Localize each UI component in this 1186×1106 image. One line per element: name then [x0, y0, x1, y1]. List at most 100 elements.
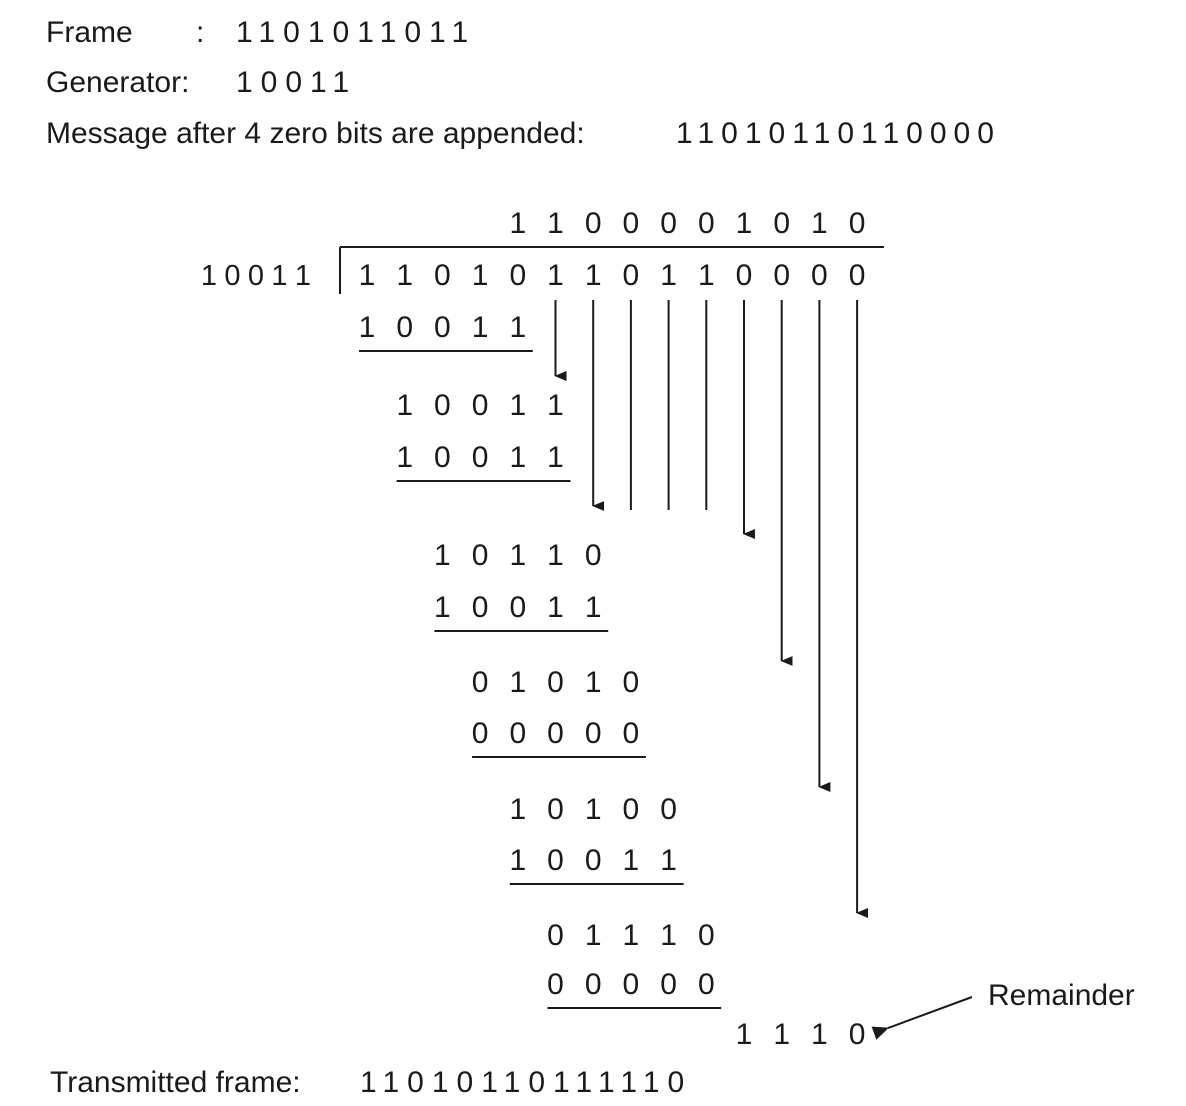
subtrahend-step-1-digit: 0 [434, 311, 451, 344]
partial-remainder-step-4-digit: 0 [623, 666, 640, 699]
subtrahend-step-5-digit: 0 [547, 844, 564, 877]
remainder-digit: 1 [736, 1018, 753, 1051]
divisor-digit: 0 [224, 260, 240, 292]
subtrahend-step-6-digit: 0 [623, 968, 640, 1001]
partial-remainder-step-2-digit: 1 [396, 389, 413, 422]
dividend-digit: 1 [359, 259, 376, 292]
subtrahend-step-5-digit: 1 [660, 844, 677, 877]
dividend-digit: 0 [623, 259, 640, 292]
partial-remainder-step-5-digit: 1 [585, 793, 602, 826]
generator-value: 10011 [236, 66, 358, 99]
partial-remainder-step-3-digit: 0 [585, 539, 602, 572]
partial-remainder-step-4-digit: 0 [472, 666, 489, 699]
divisor-digit: 1 [295, 260, 311, 292]
quotient-digit: 1 [736, 207, 753, 240]
subtrahend-step-2-digit: 1 [509, 441, 526, 474]
partial-remainder-step-4-digit: 1 [509, 666, 526, 699]
subtrahend-step-2-digit: 1 [396, 441, 413, 474]
remainder-digit: 1 [773, 1018, 790, 1051]
divisor-digit: 0 [248, 260, 264, 292]
subtrahend-step-4-digit: 0 [585, 717, 602, 750]
partial-remainder-step-5-digit: 0 [623, 793, 640, 826]
subtrahend-step-4-digit: 0 [472, 717, 489, 750]
dividend-digit: 1 [660, 259, 677, 292]
dividend-digit: 0 [434, 259, 451, 292]
quotient-digit: 0 [585, 207, 602, 240]
frame-label: Frame [46, 16, 133, 49]
remainder-pointer-arrow [871, 996, 973, 1040]
subtrahend-step-5-digit: 0 [585, 844, 602, 877]
partial-remainder-step-5-digit: 1 [509, 793, 526, 826]
quotient-digit: 1 [509, 207, 526, 240]
subtrahend-step-2-digit: 0 [434, 441, 451, 474]
dividend-digit: 0 [736, 259, 753, 292]
subtrahend-step-4-digit: 0 [623, 717, 640, 750]
dividend-digit: 0 [773, 259, 790, 292]
remainder-digit: 1 [811, 1018, 828, 1051]
partial-remainder-step-5-digit: 0 [547, 793, 564, 826]
subtrahend-step-2-digit: 0 [472, 441, 489, 474]
remainder-digit: 0 [849, 1018, 866, 1051]
message-label: Message after 4 zero bits are appended: [46, 117, 585, 150]
subtrahend-step-6-digit: 0 [547, 968, 564, 1001]
partial-remainder-step-3-digit: 0 [472, 539, 489, 572]
subtrahend-step-3-digit: 1 [585, 591, 602, 624]
partial-remainder-step-6-digit: 0 [547, 919, 564, 952]
quotient-digit: 0 [773, 207, 790, 240]
subtrahend-step-4-digit: 0 [547, 717, 564, 750]
partial-remainder-step-3-digit: 1 [509, 539, 526, 572]
subtrahend-step-1-digit: 1 [472, 311, 489, 344]
partial-remainder-step-6-digit: 1 [585, 919, 602, 952]
remainder-label: Remainder [988, 979, 1135, 1012]
generator-label: Generator: [46, 66, 190, 99]
partial-remainder-step-5-digit: 0 [660, 793, 677, 826]
subtrahend-step-1-digit: 1 [359, 311, 376, 344]
frame-value: 1101011011 [236, 16, 477, 49]
partial-remainder-step-6-digit: 1 [660, 919, 677, 952]
quotient-digit: 0 [849, 207, 866, 240]
subtrahend-step-3-digit: 0 [509, 591, 526, 624]
subtrahend-step-1-digit: 1 [509, 311, 526, 344]
quotient-digit: 0 [660, 207, 677, 240]
message-value: 11010110110000 [676, 117, 1001, 150]
quotient-digit: 0 [698, 207, 715, 240]
subtrahend-step-3-digit: 1 [434, 591, 451, 624]
subtrahend-step-6-digit: 0 [660, 968, 677, 1001]
partial-remainder-step-2-digit: 1 [547, 389, 564, 422]
partial-remainder-step-6-digit: 1 [623, 919, 640, 952]
partial-remainder-step-2-digit: 1 [509, 389, 526, 422]
dividend-digit: 0 [849, 259, 866, 292]
quotient-digit: 1 [547, 207, 564, 240]
dividend-digit: 1 [585, 259, 602, 292]
subtrahend-step-1-digit: 0 [396, 311, 413, 344]
dividend-digit: 0 [509, 259, 526, 292]
dividend-digit: 1 [396, 259, 413, 292]
divisor-digit: 1 [271, 260, 287, 292]
transmitted-label: Transmitted frame: [50, 1066, 301, 1099]
dividend-digit: 1 [547, 259, 564, 292]
transmitted-value: 11010110111110 [360, 1066, 693, 1099]
subtrahend-step-5-digit: 1 [509, 844, 526, 877]
subtrahend-step-3-digit: 1 [547, 591, 564, 624]
quotient-digit: 1 [811, 207, 828, 240]
partial-remainder-step-4-digit: 1 [585, 666, 602, 699]
partial-remainder-step-4-digit: 0 [547, 666, 564, 699]
subtrahend-step-3-digit: 0 [472, 591, 489, 624]
divisor-digit: 1 [201, 260, 217, 292]
subtrahend-step-6-digit: 0 [585, 968, 602, 1001]
partial-remainder-step-6-digit: 0 [698, 919, 715, 952]
partial-remainder-step-3-digit: 1 [547, 539, 564, 572]
subtrahend-step-5-digit: 1 [623, 844, 640, 877]
partial-remainder-step-3-digit: 1 [434, 539, 451, 572]
subtrahend-step-2-digit: 1 [547, 441, 564, 474]
dividend-digit: 0 [811, 259, 828, 292]
dividend-digit: 1 [698, 259, 715, 292]
frame-separator: : [196, 16, 205, 49]
partial-remainder-step-2-digit: 0 [472, 389, 489, 422]
subtrahend-step-4-digit: 0 [509, 717, 526, 750]
quotient-digit: 0 [623, 207, 640, 240]
partial-remainder-step-2-digit: 0 [434, 389, 451, 422]
dividend-digit: 1 [472, 259, 489, 292]
subtrahend-step-6-digit: 0 [698, 968, 715, 1001]
